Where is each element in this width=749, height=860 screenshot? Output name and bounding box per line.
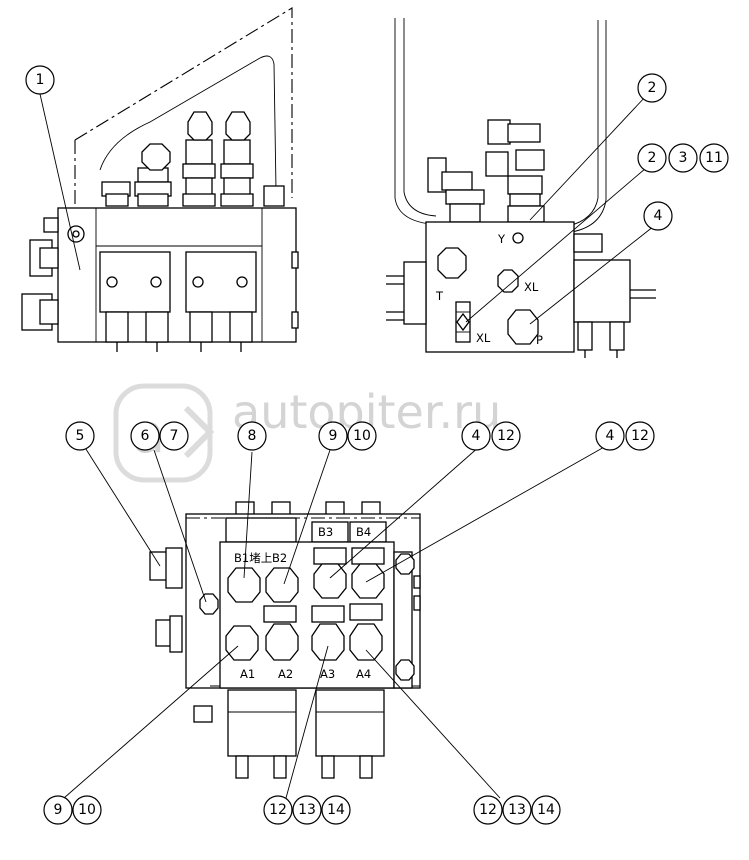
balloon-1: 1 xyxy=(25,65,55,95)
balloon-9: 9 xyxy=(318,421,348,451)
balloon-11: 11 xyxy=(699,143,729,173)
port-label-b2: B2 xyxy=(272,551,287,565)
svg-text:10: 10 xyxy=(353,428,371,444)
balloon-10-b: 10 xyxy=(72,795,102,825)
svg-text:2: 2 xyxy=(648,80,657,96)
svg-text:13: 13 xyxy=(508,802,526,818)
port-label-a2: A2 xyxy=(278,667,293,681)
svg-text:14: 14 xyxy=(327,802,345,818)
svg-text:6: 6 xyxy=(141,428,150,444)
svg-text:7: 7 xyxy=(170,428,179,444)
port-label-xl-top: XL xyxy=(524,280,539,294)
side-view: T Y XL XL P xyxy=(386,18,656,358)
svg-text:4: 4 xyxy=(654,208,663,224)
balloon-9-b: 9 xyxy=(43,795,73,825)
svg-text:10: 10 xyxy=(78,802,96,818)
port-label-t: T xyxy=(435,289,444,303)
balloon-2: 2 xyxy=(637,73,667,103)
balloon-12-e: 12 xyxy=(473,795,503,825)
port-label-y: Y xyxy=(497,232,506,246)
balloon-14-e: 14 xyxy=(531,795,561,825)
port-label-a3: A3 xyxy=(320,667,335,681)
balloon-2-b: 2 xyxy=(637,143,667,173)
svg-text:4: 4 xyxy=(606,428,615,444)
port-label-a4: A4 xyxy=(356,667,371,681)
balloon-12-d: 12 xyxy=(263,795,293,825)
balloon-12-c: 12 xyxy=(625,421,655,451)
svg-text:9: 9 xyxy=(329,428,338,444)
port-label-b4: B4 xyxy=(356,525,371,539)
balloon-6: 6 xyxy=(130,421,160,451)
svg-text:2: 2 xyxy=(648,150,657,166)
bottom-view: B1堵上 B2 B3 B4 A1 A2 A3 A4 xyxy=(63,445,607,799)
svg-text:1: 1 xyxy=(36,72,45,88)
svg-text:12: 12 xyxy=(269,802,287,818)
watermark: a autopiter.ru xyxy=(113,383,501,483)
balloon-13-e: 13 xyxy=(502,795,532,825)
svg-text:4: 4 xyxy=(472,428,481,444)
balloon-3: 3 xyxy=(668,143,698,173)
svg-text:8: 8 xyxy=(248,428,257,444)
svg-text:12: 12 xyxy=(631,428,649,444)
svg-text:12: 12 xyxy=(479,802,497,818)
balloon-7: 7 xyxy=(159,421,189,451)
port-label-a1: A1 xyxy=(240,667,255,681)
balloon-8: 8 xyxy=(237,421,267,451)
balloon-4-c: 4 xyxy=(595,421,625,451)
port-label-p: P xyxy=(536,333,543,347)
svg-text:14: 14 xyxy=(537,802,555,818)
front-view xyxy=(21,7,299,352)
port-label-b3: B3 xyxy=(318,525,333,539)
port-label-b1: B1堵上 xyxy=(234,551,272,565)
balloon-10: 10 xyxy=(347,421,377,451)
balloon-5: 5 xyxy=(65,421,95,451)
callout-balloons: 1 2 2 3 11 4 5 6 7 8 9 10 4 12 4 12 9 10… xyxy=(25,65,729,825)
port-label-xl-side: XL xyxy=(476,331,491,345)
svg-text:3: 3 xyxy=(679,150,688,166)
svg-text:13: 13 xyxy=(298,802,316,818)
balloon-13-d: 13 xyxy=(292,795,322,825)
svg-text:12: 12 xyxy=(497,428,515,444)
svg-text:9: 9 xyxy=(54,802,63,818)
balloon-4: 4 xyxy=(643,201,673,231)
balloon-14-d: 14 xyxy=(321,795,351,825)
balloon-4-b: 4 xyxy=(461,421,491,451)
svg-text:5: 5 xyxy=(76,428,85,444)
balloon-12-b: 12 xyxy=(491,421,521,451)
svg-text:11: 11 xyxy=(705,150,723,166)
